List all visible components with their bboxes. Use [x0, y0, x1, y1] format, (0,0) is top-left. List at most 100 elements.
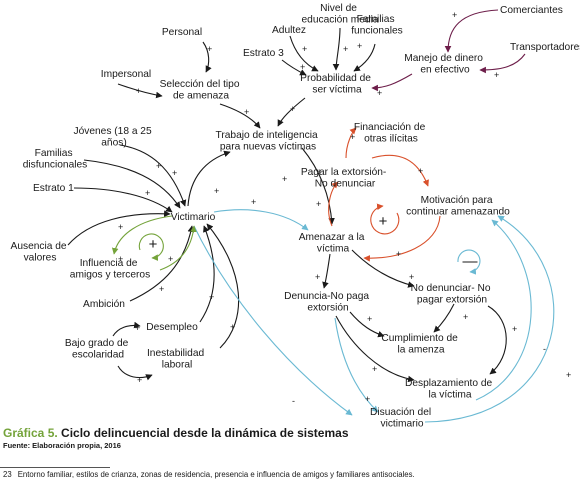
node-estrato-3: Estrato 3 [243, 48, 284, 59]
sign-plus: + [365, 394, 370, 404]
sign-plus: + [168, 254, 173, 264]
link-victimario-amenazar [213, 209, 309, 231]
sign-plus: + [343, 44, 348, 54]
sign-plus: + [156, 161, 161, 171]
sign-plus: + [172, 168, 177, 178]
link-jovenes-victimario [119, 144, 187, 207]
link-inestabilidad-victimario [206, 223, 240, 349]
sign-plus: + [452, 10, 457, 20]
link-victimario-disuacion [193, 225, 353, 416]
cyan-links [193, 209, 555, 423]
link-nivel-probabilidad [332, 27, 341, 71]
loop-balancing-arc [457, 249, 481, 275]
link-bajogrado-inestabilidad [117, 365, 153, 381]
caption-text: Ciclo delincuencial desde la dinámica de… [61, 426, 349, 440]
node-desempleo: Desempleo [146, 322, 198, 333]
sign-plus: + [396, 249, 401, 259]
sign-plus: + [251, 197, 256, 207]
link-pagar-financiacion [345, 127, 357, 159]
node-motivacion: Motivación para continuar amenazando [406, 195, 510, 218]
sign-plus: + [315, 272, 320, 282]
sign-plus: + [357, 41, 362, 51]
orange-links [328, 127, 441, 262]
caption-source: Fuente: Elaboración propia, 2016 [3, 441, 121, 450]
node-familias-funcionales: Familias funcionales [351, 14, 403, 37]
loop-reinforcing-arc [370, 203, 400, 235]
link-personal-seleccion [202, 41, 212, 73]
sign-plus: + [135, 323, 140, 333]
link-desempleo-victimario [199, 225, 215, 323]
sign-plus: + [372, 364, 377, 374]
sign-plus: + [207, 44, 212, 54]
sign-plus: + [350, 132, 355, 142]
sign-plus: + [159, 284, 164, 294]
sign-plus: + [118, 254, 123, 264]
node-trabajo: Trabajo de inteligencia para nuevas víct… [216, 130, 321, 153]
footnote-divider [0, 467, 110, 468]
loop-markers: + — + [149, 213, 478, 270]
link-desplazamiento-motivacion [475, 219, 532, 401]
sign-plus: + [409, 272, 414, 282]
node-comerciantes: Comerciantes [500, 5, 563, 16]
node-financiacion: Financiación de otras ilícitas [354, 122, 428, 145]
sign-plus: + [418, 166, 423, 176]
black-links [67, 27, 507, 383]
link-impersonal-seleccion [117, 83, 163, 99]
node-cumplimiento: Cumplimiento de la amenza [381, 333, 460, 356]
sign-plus: + [244, 107, 249, 117]
link-transportadores-manejo [479, 53, 526, 74]
link-amenazar-nodenunciar [351, 249, 415, 288]
node-inestabilidad: Inestabilidad laboral [147, 348, 207, 371]
node-denuncia: Denuncia-No paga extorsión [284, 291, 372, 314]
sign-plus: + [302, 44, 307, 54]
loop-green-arc [138, 233, 164, 261]
node-manejo-dinero: Manejo de dinero en efectivo [404, 53, 486, 76]
node-ambicion: Ambición [83, 299, 125, 310]
green-links [111, 215, 197, 271]
link-denuncia-desplazamiento [335, 315, 415, 383]
sign-plus: + [145, 188, 150, 198]
node-jovenes: Jóvenes (18 a 25 años) [73, 126, 154, 149]
sign-plus: + [463, 312, 468, 322]
node-adultez: Adultez [272, 25, 306, 36]
sign-plus: + [214, 186, 219, 196]
link-comerciantes-manejo [444, 9, 499, 53]
link-victimario-trabajo [187, 150, 231, 207]
node-influencia: Influencia de amigos y terceros [70, 258, 150, 281]
sign-plus: + [230, 322, 235, 332]
link-trabajo-amenazar [301, 147, 335, 225]
link-manejo-probabilidad [371, 73, 413, 92]
link-ambicion-victimario [129, 225, 195, 302]
link-denuncia-disuacion [334, 317, 379, 413]
link-amenazar-pagar [328, 181, 339, 227]
node-familias-disfuncionales: Familias disfuncionales [23, 148, 88, 171]
node-nivel-educacion: Nivel de educación media [301, 3, 378, 26]
sign-plus: + [209, 292, 214, 302]
sign-minus: - [543, 344, 546, 354]
sign-plus: + [566, 370, 571, 380]
node-victimario: Victimario [171, 212, 216, 223]
node-probabilidad: Probabilidad de ser víctima [300, 73, 374, 96]
footnote-number: 23 [3, 470, 12, 479]
link-ausencia-victimario [67, 210, 171, 246]
link-adultez-probabilidad [289, 35, 319, 72]
node-estrato-1: Estrato 1 [33, 183, 74, 194]
loop-balancing-marker: — [463, 253, 478, 270]
node-personal: Personal [162, 27, 202, 38]
sign-plus: + [494, 70, 499, 80]
link-seleccion-trabajo [219, 103, 261, 129]
sign-plus: + [367, 314, 372, 324]
node-disuacion: Disuación del victimario [370, 407, 434, 430]
node-transportadores: Transportadores [510, 42, 580, 53]
causal-loop-diagram: + — + + + + + + + + + + + + + + + + + + … [11, 3, 580, 430]
purple-links [371, 9, 526, 92]
link-famdisf-victimario [83, 159, 181, 209]
sign-plus: + [137, 375, 142, 385]
link-familias-probabilidad [353, 43, 376, 72]
node-labels: Comerciantes Transportadores Manejo de d… [11, 3, 580, 430]
sign-plus: + [512, 324, 517, 334]
sign-plus: + [300, 62, 305, 72]
link-victimario-influencia [111, 215, 173, 255]
link-disuacion-motivacion [424, 215, 555, 423]
